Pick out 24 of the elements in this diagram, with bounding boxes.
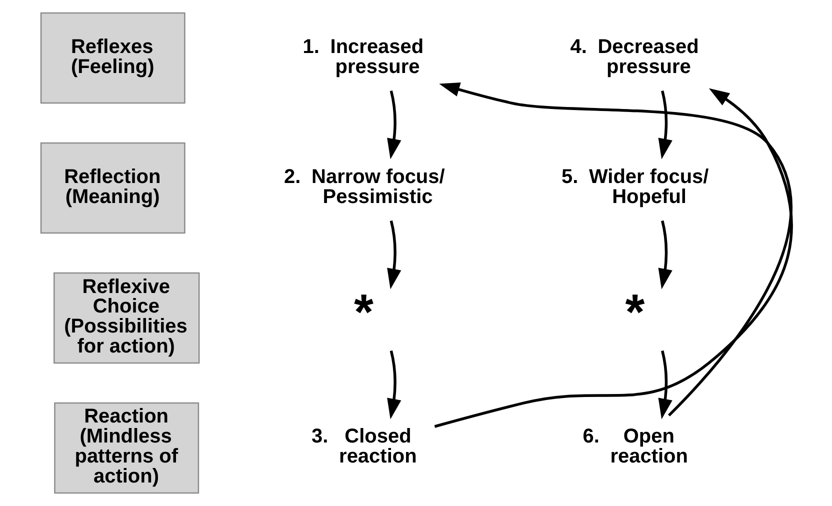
node-label: 1.	[302, 36, 319, 58]
node-box: Reflexive Choice (Possibilities for action)	[53, 272, 200, 364]
node-text: Wider focus/ Hopeful	[588, 166, 708, 208]
node-text: *	[624, 284, 644, 340]
node-text: Decreased pressure	[597, 36, 698, 78]
node-label: 2.	[284, 166, 300, 188]
arrow	[386, 350, 401, 420]
node-text: Narrow focus/ Pessimistic	[311, 166, 444, 208]
node-label: 4.	[570, 36, 586, 58]
node-text: *	[354, 284, 373, 340]
node-text: Closed reaction	[338, 426, 416, 468]
arrow	[658, 350, 672, 420]
node-label: 3.	[311, 426, 328, 448]
node-box: Reaction (Mindless patterns of action)	[54, 402, 199, 494]
node-label: 5.	[560, 166, 578, 188]
arrow	[658, 220, 672, 290]
node-text: Open reaction	[610, 426, 688, 468]
node-box: Reflection (Meaning)	[40, 142, 185, 234]
arrow	[386, 90, 401, 160]
node-label: 6.	[582, 426, 599, 448]
arrow	[386, 220, 401, 290]
arrow	[658, 90, 672, 160]
node-text: Increased pressure	[330, 36, 424, 78]
node-box: Reflexes (Feeling)	[40, 12, 185, 104]
